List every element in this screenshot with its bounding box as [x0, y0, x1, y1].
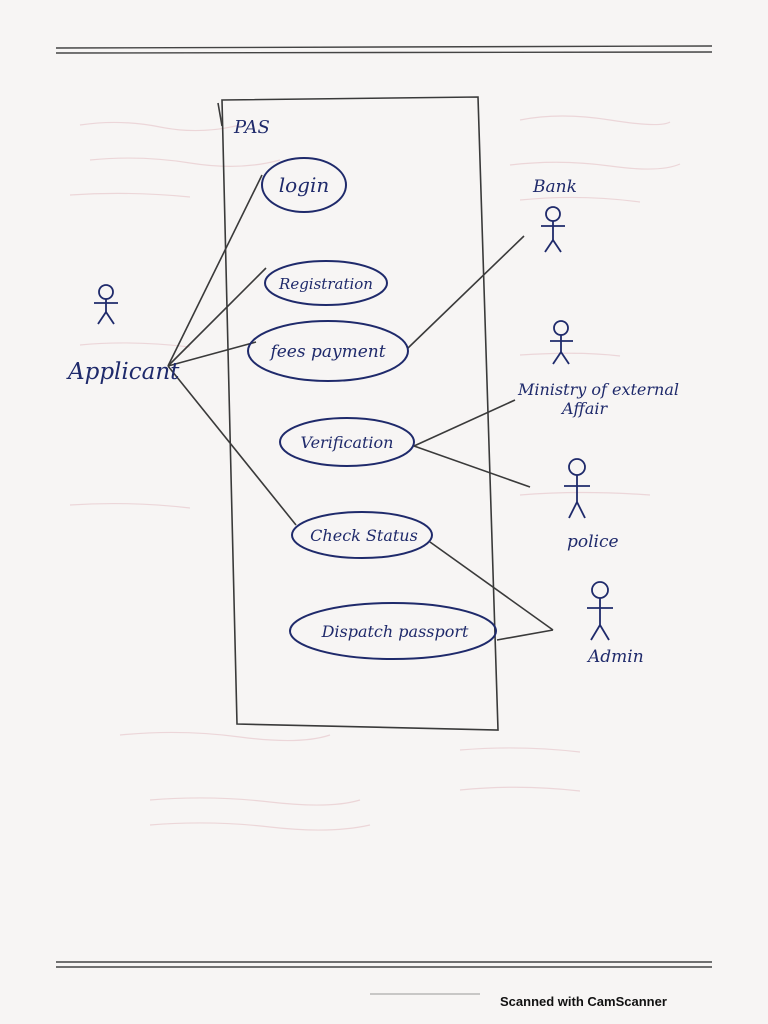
use-case-dispatch-passport: Dispatch passport — [289, 602, 497, 660]
scanner-watermark: Scanned with CamScanner — [500, 994, 667, 1009]
use-case-label: Registration — [278, 275, 373, 293]
page-rules — [55, 45, 713, 968]
use-case-label: fees payment — [268, 342, 385, 362]
actor-applicant: Applicant — [66, 284, 180, 385]
use-case-label: Verification — [301, 433, 394, 452]
use-case-verification: Verification — [279, 417, 415, 467]
actor-label: Admin — [586, 647, 644, 667]
actor-admin: Admin — [586, 581, 644, 667]
use-case-label: login — [279, 173, 330, 197]
bleed-through-lines — [69, 115, 681, 831]
stick-figure-icon — [587, 581, 613, 641]
association-applicant-registration — [167, 267, 267, 367]
actor-ministry: Ministry of external Affair — [517, 320, 679, 418]
association-lines — [167, 174, 554, 641]
actor-bank: Bank — [532, 177, 577, 253]
use-case-fees-payment: fees payment — [247, 320, 409, 382]
actor-police: police — [564, 458, 619, 552]
actor-label-line-2: Affair — [560, 399, 609, 418]
use-case-check-status: Check Status — [291, 511, 433, 559]
stick-figure-icon — [550, 320, 573, 365]
system-boundary: PAS — [217, 96, 499, 731]
association-bank-fees-payment — [407, 235, 525, 349]
stick-figure-icon — [541, 206, 565, 253]
association-police-verification — [413, 445, 531, 488]
actor-label: Bank — [532, 177, 577, 197]
association-applicant-check-status — [167, 365, 297, 526]
use-case-registration: Registration — [264, 260, 388, 306]
system-boundary-label: PAS — [233, 117, 270, 138]
association-applicant-fees-payment — [167, 341, 257, 367]
stick-figure-icon — [564, 458, 590, 519]
association-applicant-login — [167, 174, 263, 367]
actor-label: police — [567, 532, 619, 552]
association-admin-dispatch — [496, 629, 554, 641]
use-case-login: login — [261, 157, 347, 213]
stick-figure-icon — [94, 284, 118, 325]
association-ministry-verification — [413, 399, 516, 447]
actor-label: Applicant — [66, 359, 180, 385]
association-admin-check-status — [429, 541, 554, 631]
actor-label-line-1: Ministry of external — [517, 380, 679, 399]
use-case-label: Check Status — [310, 526, 418, 545]
use-case-label: Dispatch passport — [321, 622, 469, 641]
